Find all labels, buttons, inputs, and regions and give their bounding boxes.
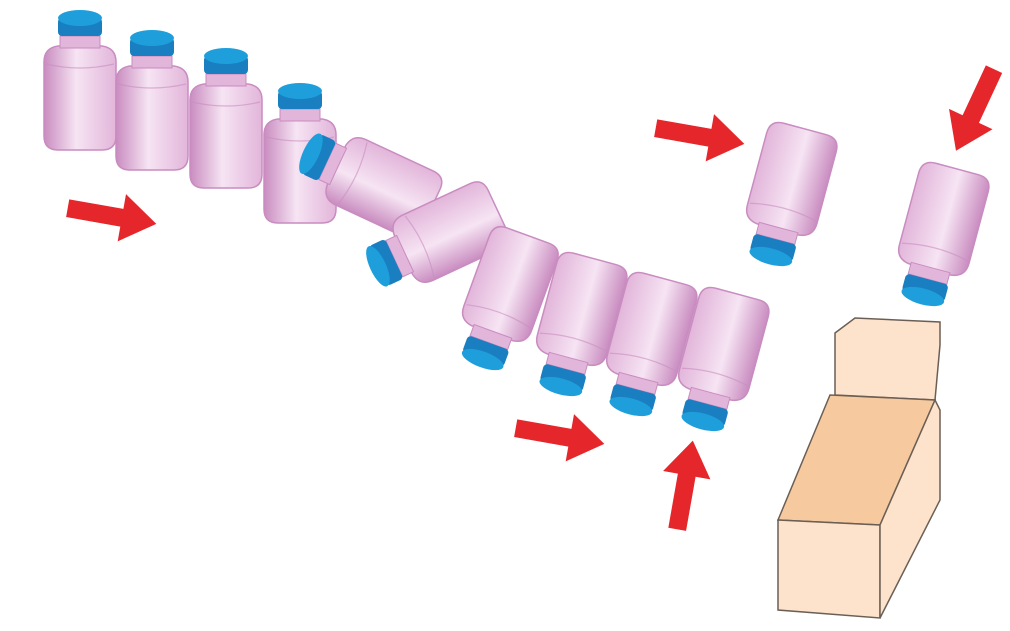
arrow-up-icon xyxy=(654,437,717,534)
bottle-icon xyxy=(44,10,116,150)
bottle-icon xyxy=(734,120,840,274)
bottle-icon xyxy=(886,160,992,314)
bottle-icon xyxy=(116,30,188,170)
carton-box-icon xyxy=(778,318,940,618)
bottle-icon xyxy=(190,48,262,188)
carton-flap xyxy=(835,318,940,400)
arrow-down-icon xyxy=(934,59,1010,161)
arrow-right-icon xyxy=(512,405,609,468)
carton-front xyxy=(778,520,880,618)
arrow-right-icon xyxy=(64,185,161,248)
arrow-right-icon xyxy=(652,105,749,168)
